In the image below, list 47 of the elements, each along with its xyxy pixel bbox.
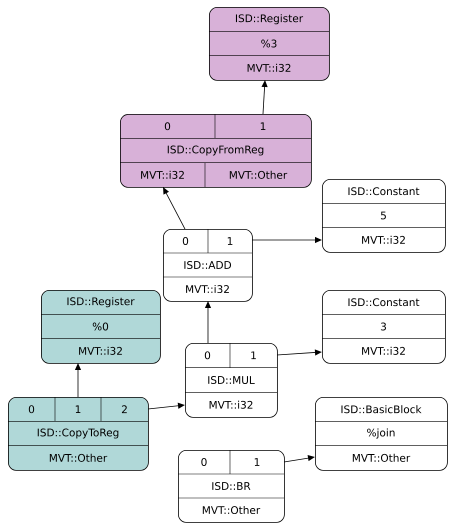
- record-box: [162, 228, 253, 302]
- record-field: ISD::Constant: [348, 298, 420, 306]
- record-box: [322, 290, 446, 364]
- record-box: [322, 179, 446, 253]
- record-field: MVT::i32: [210, 400, 252, 409]
- record-field: ISD::CopyFromReg: [168, 146, 264, 156]
- record-field: ISD::BR: [212, 482, 250, 490]
- record-field: 1: [228, 237, 232, 245]
- record-field: %0: [92, 322, 108, 330]
- record-field: 0: [164, 122, 170, 130]
- record-field: %join: [367, 428, 395, 439]
- record-field: MVT::Other: [352, 454, 410, 462]
- record-field: 1: [260, 122, 266, 130]
- record-field: 1: [251, 351, 256, 360]
- record-field: MVT::Other: [202, 506, 260, 514]
- record-field: 0: [182, 237, 188, 245]
- record-box: [8, 396, 149, 471]
- record-field: MVT::i32: [362, 236, 405, 244]
- record-field: ISD::Constant: [348, 187, 420, 196]
- record-field: 2: [122, 405, 127, 414]
- record-field: ISD::MUL: [208, 376, 255, 384]
- record-field: 3: [380, 322, 386, 330]
- record-field: ISD::ADD: [184, 261, 232, 269]
- record-field: MVT::Other: [230, 170, 288, 179]
- record-field: MVT::Other: [50, 454, 108, 462]
- record-field: MVT::i32: [186, 284, 229, 294]
- record-box: [314, 397, 448, 471]
- record-field: MVT::i32: [248, 64, 290, 72]
- record-field: MVT::i32: [141, 170, 184, 179]
- record-field: MVT::i32: [79, 346, 122, 355]
- record-box: [184, 342, 278, 418]
- record-field: ISD::BasicBlock: [341, 405, 422, 414]
- record-field: 0: [204, 351, 210, 360]
- record-field: MVT::i32: [362, 346, 405, 355]
- record-field: 0: [201, 458, 207, 466]
- record-field: %3: [261, 40, 276, 48]
- record-field: 0: [28, 405, 34, 414]
- record-field: ISD::Register: [236, 14, 304, 24]
- record-box: [120, 114, 312, 188]
- record-box: [40, 290, 161, 364]
- record-field: 1: [254, 458, 260, 466]
- record-box: [178, 450, 285, 523]
- record-field: ISD::Register: [67, 297, 135, 308]
- record-box: [208, 7, 330, 81]
- record-field: ISD::CopyToReg: [38, 428, 118, 438]
- record-field: 5: [380, 212, 386, 220]
- record-field: 1: [76, 405, 80, 414]
